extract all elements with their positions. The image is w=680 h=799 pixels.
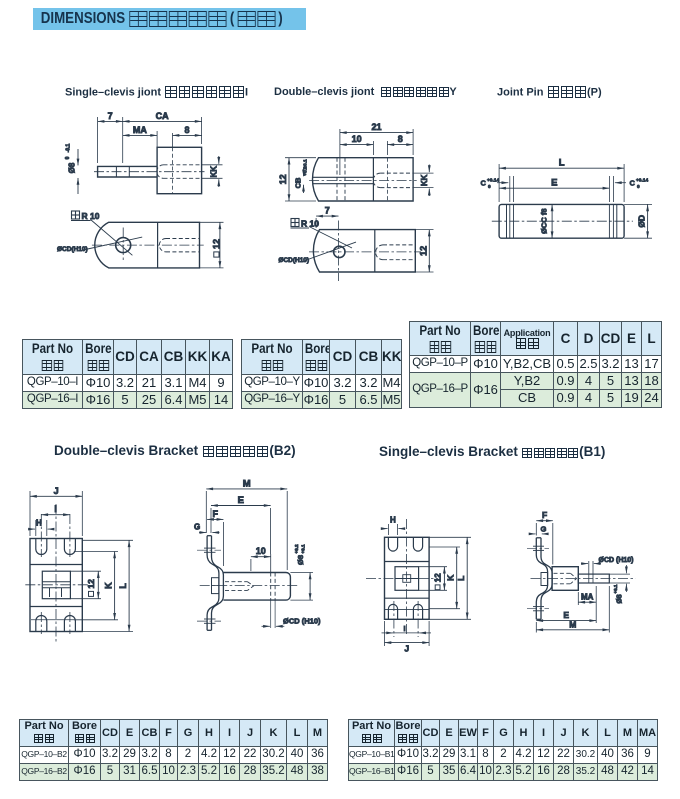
svg-text:L: L	[118, 583, 128, 589]
svg-text:MA: MA	[133, 125, 147, 135]
svg-text:0: 0	[637, 184, 640, 190]
svg-text:7: 7	[325, 206, 330, 216]
svg-text:0: 0	[65, 156, 71, 159]
svg-text:G: G	[194, 523, 200, 532]
svg-text:H: H	[390, 516, 396, 525]
svg-text:Ø8: Ø8	[296, 555, 305, 565]
svg-text:M: M	[243, 478, 251, 489]
svg-text:Ø8: Ø8	[617, 594, 624, 603]
svg-text:ØCD(H10): ØCD(H10)	[278, 257, 309, 264]
svg-text:Ø8: Ø8	[68, 162, 77, 173]
svg-text:J: J	[54, 486, 59, 496]
svg-text:K: K	[446, 574, 456, 581]
svg-text:R 10: R 10	[82, 211, 100, 221]
svg-text:KK: KK	[420, 174, 429, 186]
svg-text:+0.1: +0.1	[303, 159, 309, 169]
svg-text:12: 12	[433, 573, 442, 582]
svg-text:ØCC f8: ØCC f8	[540, 208, 549, 233]
svg-text:C: C	[630, 179, 636, 188]
svg-text:0: 0	[488, 184, 491, 190]
svg-text:L: L	[456, 576, 466, 581]
svg-text:R 10: R 10	[301, 219, 319, 229]
svg-text:10: 10	[256, 546, 266, 556]
svg-text:ØCD (H10): ØCD (H10)	[283, 617, 321, 626]
svg-text:I: I	[404, 624, 406, 633]
svg-text:F: F	[213, 509, 219, 519]
svg-text:12: 12	[418, 246, 428, 256]
svg-text:+0.1: +0.1	[613, 584, 618, 593]
svg-text:12: 12	[86, 579, 96, 589]
svg-text:C: C	[481, 179, 487, 188]
svg-text:E: E	[551, 178, 557, 189]
svg-text:7: 7	[108, 111, 113, 121]
svg-text:E: E	[238, 495, 244, 506]
svg-text:8: 8	[185, 125, 190, 135]
svg-text:8: 8	[398, 134, 403, 144]
svg-text:+0.1: +0.1	[301, 544, 306, 554]
svg-text:M: M	[569, 619, 576, 629]
svg-text:+0.14: +0.14	[487, 178, 499, 184]
svg-text:CB: CB	[294, 177, 303, 188]
svg-text:I: I	[54, 504, 57, 514]
svg-text:+0.2: +0.2	[294, 544, 299, 554]
svg-text:+0.14: +0.14	[636, 178, 648, 184]
svg-text:CA: CA	[156, 111, 169, 121]
svg-text:12: 12	[278, 174, 288, 184]
svg-text:21: 21	[371, 122, 381, 132]
svg-text:+0.2: +0.2	[303, 166, 309, 176]
svg-text:E: E	[563, 610, 569, 620]
svg-text:-0.1: -0.1	[66, 143, 72, 152]
svg-text:G: G	[541, 525, 547, 534]
svg-text:MA: MA	[581, 593, 594, 602]
svg-text:12: 12	[211, 239, 221, 249]
svg-text:L: L	[559, 158, 565, 169]
svg-text:H: H	[36, 519, 42, 528]
svg-text:ØCD(H10): ØCD(H10)	[57, 246, 88, 253]
svg-text:F: F	[542, 510, 547, 520]
svg-text:ØD: ØD	[637, 215, 647, 228]
svg-text:K: K	[104, 582, 114, 589]
svg-text:10: 10	[352, 134, 362, 144]
svg-text:J: J	[404, 644, 409, 654]
svg-text:ØCD (H10): ØCD (H10)	[599, 557, 634, 564]
svg-text:KK: KK	[210, 166, 219, 178]
